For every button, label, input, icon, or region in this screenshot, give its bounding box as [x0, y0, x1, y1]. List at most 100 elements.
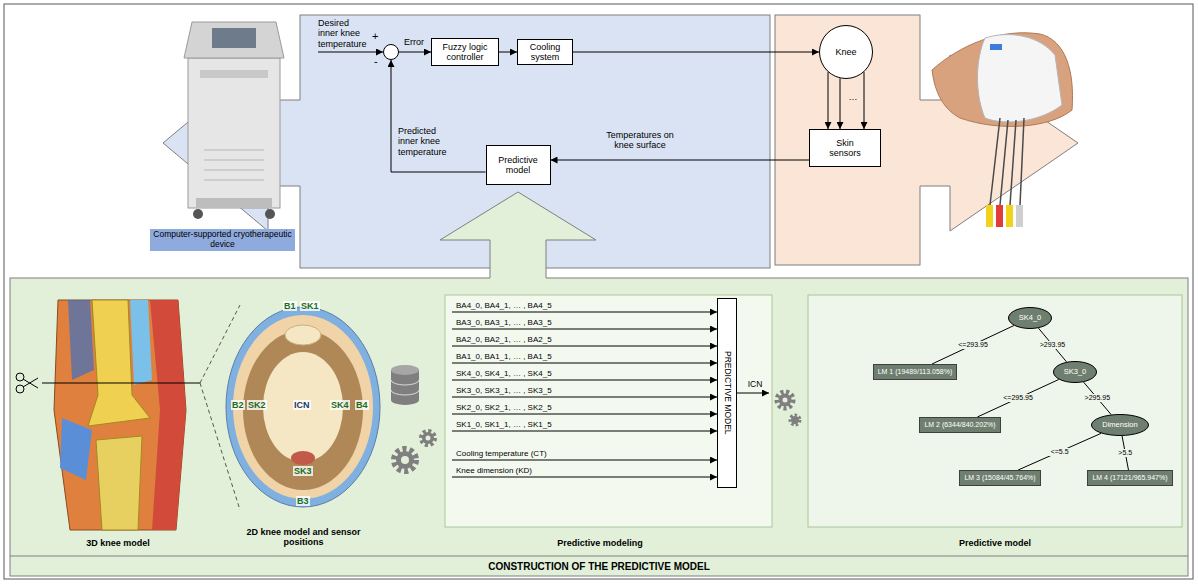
input-arrow [452, 414, 717, 415]
signal-arrow [551, 160, 810, 161]
plant-circle: Knee [819, 25, 873, 79]
gear-icon [777, 392, 793, 408]
edge-label: <=293.95 [956, 341, 990, 349]
process-box: Cooling system [517, 39, 573, 66]
device-caption: Computer-supported cryotherapeutic devic… [150, 229, 295, 251]
edge-label: <=295.95 [1001, 394, 1035, 402]
panel-arrow-fill [440, 192, 596, 280]
construction-panel [10, 278, 1188, 576]
input-arrow [452, 460, 717, 461]
panel-caption: 2D knee model and sensor positions [236, 527, 371, 548]
tree-branch [1018, 433, 1101, 470]
summing-junction: +- [383, 44, 399, 60]
input-label: Knee dimension (KD) [456, 466, 686, 475]
database-icon [391, 365, 419, 375]
panel-caption: Predictive model [935, 538, 1055, 548]
node-text: LM 1 (19489/113.058%) [878, 368, 953, 376]
database-icon [391, 390, 419, 395]
input-label: SK3_0, SK3_1, … , SK3_5 [456, 386, 686, 395]
edge-label: Temperatures on knee surface [598, 130, 682, 151]
ellipse-outline [1054, 362, 1097, 383]
point-label: ICN [293, 400, 311, 410]
device-base [196, 198, 272, 208]
sensor-plug [1006, 205, 1013, 227]
node-text: LM 3 (15084/45.764%) [964, 474, 1035, 482]
tree-branch [1038, 328, 1066, 362]
panel-separator [10, 556, 1188, 557]
ellipse-outline [1009, 308, 1052, 329]
device-vent [204, 150, 264, 151]
node-text: PREDICTIVE MODEL [722, 351, 732, 435]
model-box: Predictive model [486, 145, 551, 185]
sensor-label: B3 [296, 496, 310, 506]
circle-outline [384, 45, 399, 60]
node-text: Dimension [1102, 421, 1137, 430]
knee-3d-tissue [60, 418, 92, 480]
node-text: Knee [835, 47, 856, 57]
device-body [188, 58, 280, 208]
knee-2d-vessel [291, 451, 315, 465]
controller-box: Fuzzy logic controller [431, 38, 499, 66]
signal-arrow [864, 72, 865, 129]
cut-line [42, 383, 200, 384]
edge-label: >293.95 [1038, 341, 1068, 349]
device-screen [212, 28, 256, 48]
ellipse-outline [1092, 415, 1149, 436]
gear-icon [421, 431, 435, 445]
database-icon [391, 395, 419, 405]
knee-3d-vessel [130, 300, 152, 385]
input-label: Cooling temperature (CT) [456, 449, 686, 458]
gear-icon [783, 398, 788, 403]
gear-icon [791, 416, 799, 424]
circle-outline [820, 26, 873, 79]
knee-3d-muscle [54, 300, 186, 530]
signal-arrow [399, 52, 431, 53]
input-label: SK2_0, SK2_1, … , SK2_5 [456, 403, 686, 412]
sensor-label: SK4 [330, 400, 350, 410]
input-arrow [452, 363, 717, 364]
knee-2d-muscle [243, 330, 363, 490]
input-label: SK1_0, SK1_1, … , SK1_5 [456, 420, 686, 429]
edge-label: >295.95 [1083, 394, 1113, 402]
leaf-box: LM 3 (15084/45.764%) [959, 470, 1040, 486]
gear-icon [401, 456, 409, 464]
input-arrow [452, 380, 717, 381]
node-text: LM 2 (6344/840.202%) [924, 421, 995, 429]
input-arrow [452, 329, 717, 330]
sensor-label: B2 [231, 400, 245, 410]
scissors-symbol [16, 385, 24, 393]
input-arrow [452, 477, 717, 478]
node-text: Predictive model [491, 155, 546, 176]
sensor-label: SK1 [300, 301, 320, 311]
input-label: BA3_0, BA3_1, … , BA3_5 [456, 318, 686, 327]
knee-3d-vessel [68, 300, 94, 380]
outer-frame [4, 4, 1193, 579]
edge-label: <=5.5 [1049, 448, 1071, 456]
scissors-symbol [16, 373, 24, 381]
panel-arrow-fill [163, 55, 302, 231]
split-node: SK3_0 [1053, 361, 1097, 383]
gear-icon [426, 436, 431, 441]
split-node: SK4_0 [1008, 307, 1052, 329]
sensor-tab [990, 44, 1002, 50]
node-text: Cooling system [522, 42, 568, 63]
ellipsis-mark: … [846, 92, 860, 102]
node-text: Skin sensors [823, 138, 867, 159]
edge-label: Error [400, 37, 428, 47]
knee-2d-skin [226, 307, 380, 507]
signal-arrow [573, 52, 819, 53]
panel-arrow-outline [440, 192, 596, 278]
panel-caption: Predictive modeling [540, 538, 660, 548]
device-slot [200, 70, 268, 78]
shape-outline [383, 44, 399, 60]
output-label: ICN [741, 380, 769, 390]
scissors-symbol [23, 378, 38, 387]
input-label: BA1_0, BA1_1, … , BA1_5 [456, 352, 686, 361]
input-arrow [452, 312, 717, 313]
input-label: Desired inner knee temperature [318, 18, 368, 49]
output-arrow [737, 393, 769, 394]
node-text: + [372, 31, 378, 42]
node-text: SK3_0 [1064, 368, 1087, 377]
input-arrow [452, 431, 717, 432]
